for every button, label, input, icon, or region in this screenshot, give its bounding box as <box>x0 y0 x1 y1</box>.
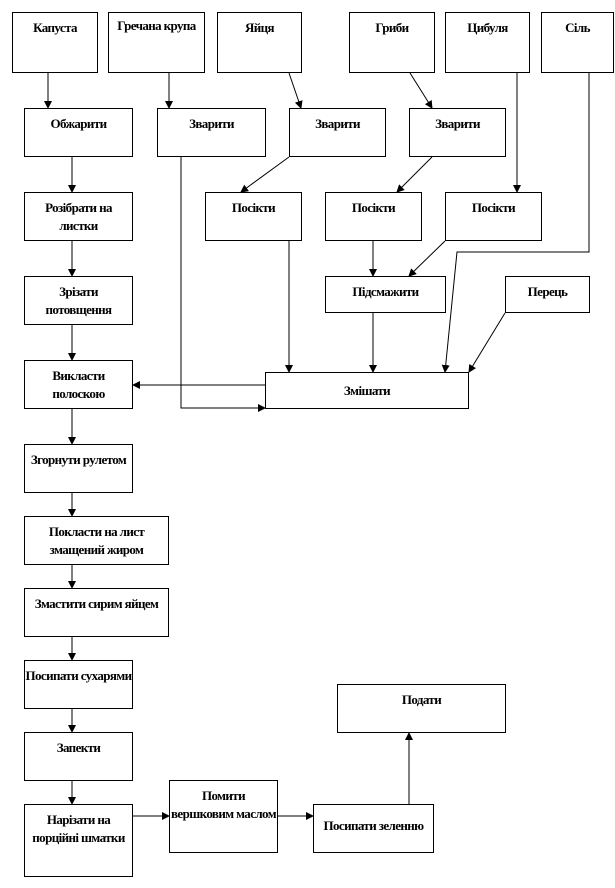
arrow-perets-zmishaty <box>468 312 506 373</box>
node-posikty-yaytsia: Посікти <box>205 192 302 241</box>
arrow-yaytsia-zvaryty <box>288 72 303 109</box>
arrow-posikty3-pidsmazhyty <box>408 240 446 277</box>
arrow-zvaryty-posikty2 <box>396 156 433 193</box>
node-narizaty: Нарізати на порційні шматки <box>24 804 133 877</box>
node-vyklasty: Викласти полоскою <box>24 360 133 409</box>
node-perets: Перець <box>505 276 590 313</box>
node-zmishaty: Змішати <box>265 372 469 409</box>
node-posikty-hryby: Посікти <box>325 192 422 241</box>
node-sil: Сіль <box>541 12 614 73</box>
node-zvaryty-hryby: Зварити <box>409 108 506 157</box>
arrow-sil-zmishaty <box>441 73 590 373</box>
node-posypaty-sukharyamy: Посипати сухарями <box>24 660 133 709</box>
node-zrizaty: Зрізати потовщення <box>24 276 133 325</box>
arrow-zvaryty-zmishaty <box>180 157 266 412</box>
node-posypaty-zelenniu: Посипати зеленню <box>313 804 434 853</box>
node-podaty: Подати <box>337 684 506 733</box>
node-hrechana-krupa: Гречана крупа <box>108 12 205 73</box>
node-zhornuty: Згорнути рулетом <box>24 444 133 493</box>
node-zvaryty-krupa: Зварити <box>157 108 266 157</box>
node-rozibraty: Розібрати на листки <box>24 192 133 241</box>
node-tsybulia: Цибуля <box>445 12 530 73</box>
node-obzharyty: Обжарити <box>24 108 133 157</box>
arrow-hryby-zvaryty <box>409 72 433 109</box>
node-kapusta: Капуста <box>12 12 98 73</box>
node-zapekty: Запекти <box>24 732 133 781</box>
node-posikty-tsybulia: Посікти <box>445 192 542 241</box>
node-zmastyty: Змастити сирим яйцем <box>24 588 169 637</box>
node-yaytsia: Яйця <box>217 12 302 73</box>
arrow-zvaryty-posikty1 <box>240 156 290 193</box>
node-hryby: Гриби <box>349 12 435 73</box>
node-pomyty: Помити вершковим маслом <box>169 780 278 853</box>
node-poklasty: Покласти на лист змащений жиром <box>24 516 169 565</box>
node-pidsmazhyty: Підсмажити <box>325 276 446 313</box>
node-zvaryty-yaytsia: Зварити <box>289 108 386 157</box>
